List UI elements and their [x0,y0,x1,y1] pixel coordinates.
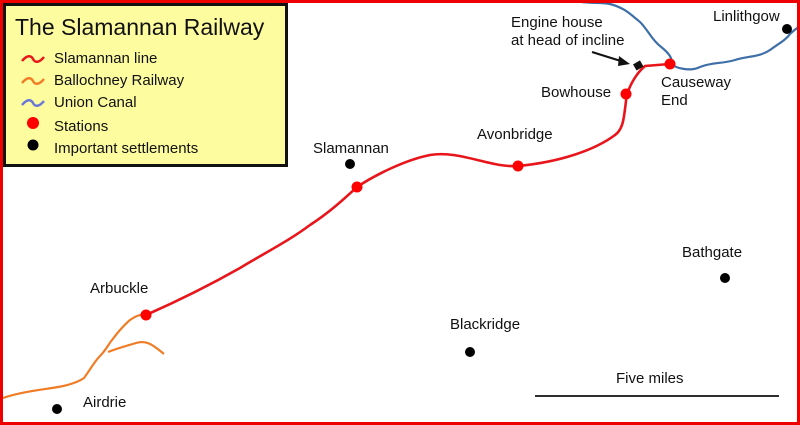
station-slamannan[interactable] [351,181,363,193]
label-slamannan: Slamannan [313,140,389,157]
label-avonbridge: Avonbridge [477,126,553,143]
engine-house-annotation: Engine house at head of incline [511,14,625,49]
legend-item-slamannan-line: Slamannan line [54,50,158,67]
station-dot-icon [27,117,39,129]
slamannan-line [145,62,671,317]
scale-bar-label: Five miles [616,370,684,387]
label-causeway-end: Causeway End [661,74,732,109]
legend-item-important-settlements: Important settlements [54,140,199,157]
union-canal-line [569,0,800,71]
legend-item-ballochney-railway: Ballochney Railway [54,72,185,89]
label-arbuckle: Arbuckle [90,280,149,297]
settlement-airdrie[interactable] [52,404,62,414]
engine-house-marker [633,60,644,71]
legend-title: The Slamannan Railway [15,14,265,40]
legend: The Slamannan Railway Slamannan line Bal… [3,3,288,167]
engine-house-arrowhead [618,56,630,66]
settlement-blackridge[interactable] [465,347,475,357]
station-arbuckle[interactable] [140,309,152,321]
ballochney-railway-line [2,313,147,400]
settlement-dot-icon [27,139,39,151]
label-blackridge: Blackridge [450,316,521,333]
ballochney-branch-line [107,340,165,355]
station-bowhouse[interactable] [620,88,632,100]
label-linlithgow: Linlithgow [713,8,780,25]
slamannan-line-wave-icon [21,55,45,63]
label-airdrie: Airdrie [83,394,127,411]
settlement-linlithgow[interactable] [782,24,792,34]
legend-item-union-canal: Union Canal [54,94,137,111]
label-bowhouse: Bowhouse [541,84,612,101]
label-bathgate: Bathgate [682,244,743,261]
settlement-slamannan[interactable] [345,159,355,169]
settlement-bathgate[interactable] [720,273,730,283]
ballochney-railway-wave-icon [21,77,45,85]
union-canal-wave-icon [21,99,45,107]
station-causeway-end[interactable] [664,58,676,70]
station-avonbridge[interactable] [512,160,524,172]
legend-item-stations: Stations [54,118,109,135]
